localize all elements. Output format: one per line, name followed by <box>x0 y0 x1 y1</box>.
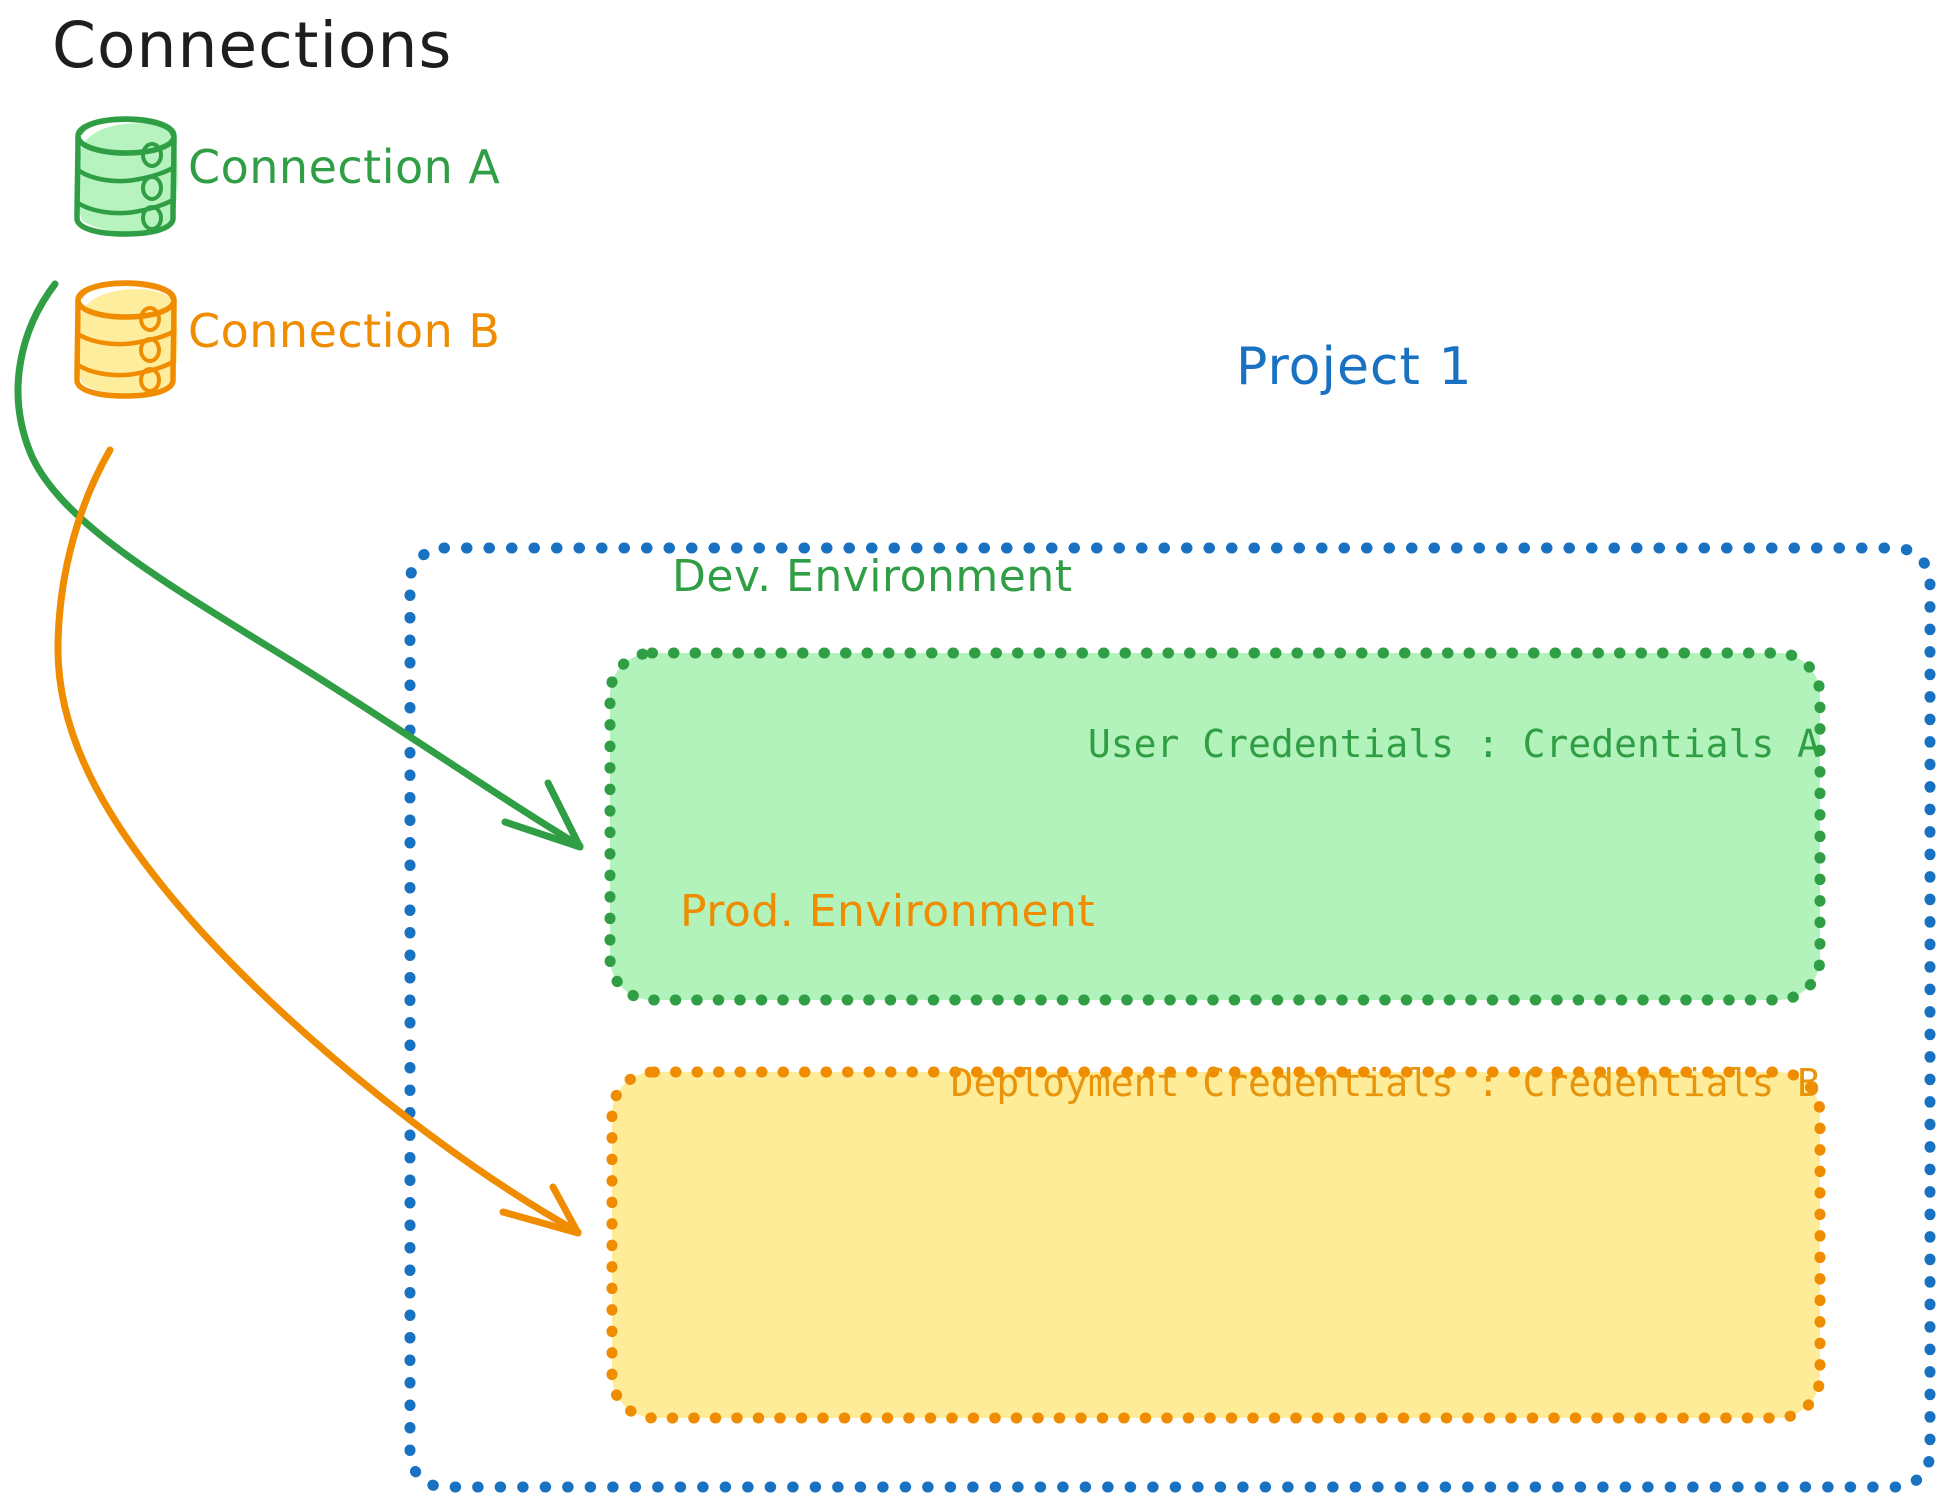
arrow-green-head-upper <box>544 779 584 851</box>
database-cylinder-icon-connection-b[interactable] <box>74 280 178 399</box>
database-cylinder-icon-connection-a[interactable] <box>74 116 178 237</box>
project-container[interactable] <box>404 542 1936 1493</box>
dev-environment-dotted-border <box>604 647 1826 1006</box>
prod-environment-dotted-border <box>606 1066 1826 1424</box>
prod-environment-box[interactable] <box>606 1066 1826 1424</box>
arrow-green-head-lower <box>501 818 584 851</box>
arrow-connection-a-to-dev[interactable] <box>14 280 584 851</box>
dev-environment-title: Dev. Environment <box>672 551 1073 602</box>
cylinder-b-led-3 <box>139 367 161 393</box>
dev-environment-box[interactable] <box>604 647 1826 1006</box>
arrow-orange-head-upper <box>549 1183 582 1237</box>
cylinder-a-led-1 <box>141 142 163 168</box>
project-title-label: Project 1 <box>1236 337 1473 397</box>
cylinder-a-led-2 <box>141 175 163 201</box>
cylinder-a-body <box>74 134 177 237</box>
project-dotted-border <box>404 542 1936 1493</box>
arrow-green-path <box>14 280 584 850</box>
arrow-orange-path <box>54 446 582 1236</box>
connection-b-label: Connection B <box>188 304 501 358</box>
cylinder-b-divider-1 <box>75 328 177 347</box>
cylinder-a-led-3 <box>141 205 163 231</box>
arrow-connection-b-to-prod[interactable] <box>54 446 582 1237</box>
cylinder-b-led-2 <box>139 337 161 363</box>
page-title: Connections <box>52 9 453 82</box>
dev-environment-credentials: User Credentials : Credentials A <box>1087 722 1820 766</box>
cylinder-a-divider-1 <box>75 164 177 184</box>
cylinder-b-top-sketch <box>79 281 174 300</box>
prod-environment-title: Prod. Environment <box>680 886 1096 937</box>
cylinder-a-divider-2 <box>75 196 177 216</box>
cylinder-b-led-1 <box>139 306 161 332</box>
arrow-orange-head-lower <box>499 1208 582 1237</box>
connection-a-label: Connection A <box>188 140 501 194</box>
prod-environment-credentials: Deployment Credentials : Credentials B <box>950 1061 1820 1105</box>
cylinder-b-divider-2 <box>75 358 177 378</box>
cylinder-a-top-sketch <box>79 117 174 136</box>
cylinder-b-body <box>74 298 177 399</box>
